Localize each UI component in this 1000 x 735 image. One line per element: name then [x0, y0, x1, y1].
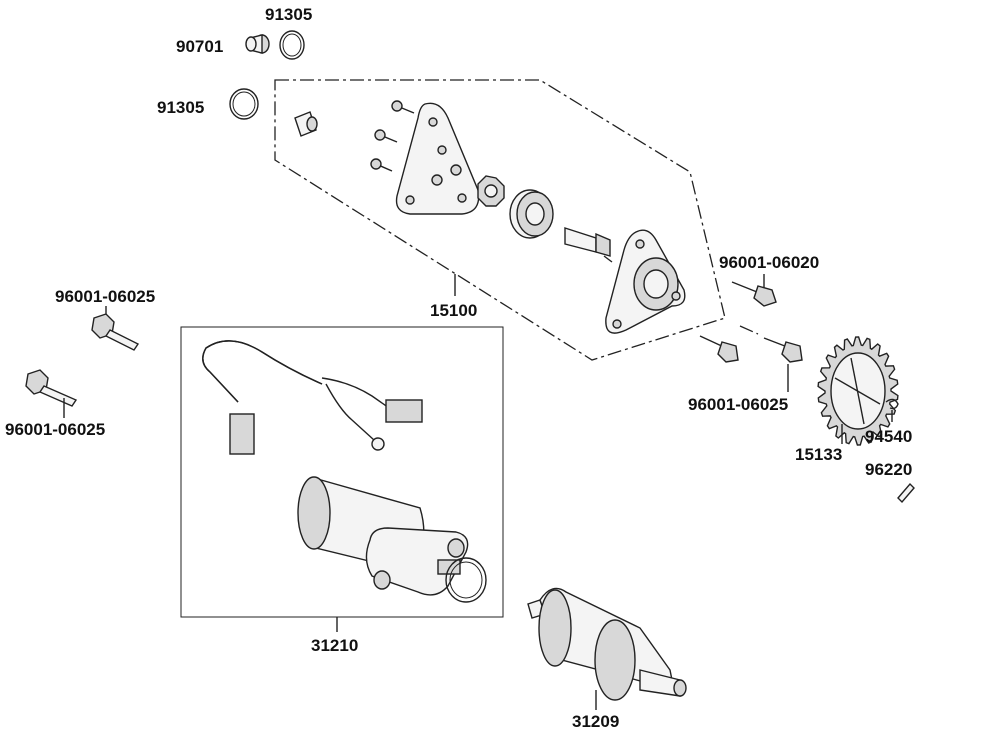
- o-ring-91305-top-part: [279, 30, 305, 60]
- callout-94540: 94540: [865, 427, 912, 446]
- housing-plate-part: [605, 229, 686, 334]
- callout-96001-06025-left-bottom: 96001-06025: [5, 420, 105, 439]
- callout-90701: 90701: [176, 37, 223, 56]
- callout-96001-06025-left-top: 96001-06025: [55, 287, 155, 306]
- gear-set-31209-part: [527, 587, 687, 701]
- callout-91305-top: 91305: [265, 5, 312, 24]
- callout-91305-mid: 91305: [157, 98, 204, 117]
- bolt-96001-06025-right-part: [763, 337, 803, 363]
- bolt-96001-06025-left-bottom-part: [25, 369, 78, 407]
- plug-part: [294, 111, 318, 137]
- starter-motor-part: [297, 476, 469, 596]
- o-ring-starter-part: [445, 557, 487, 603]
- sprocket-15133-part: [817, 336, 899, 446]
- callout-96001-06020: 96001-06020: [719, 253, 819, 272]
- callout-96001-06025-right: 96001-06025: [688, 395, 788, 414]
- callout-96220: 96220: [865, 460, 912, 479]
- callout-15100: 15100: [430, 301, 477, 320]
- bushing-90701-part: [245, 34, 270, 54]
- small-gear-part: [477, 175, 505, 207]
- o-ring-91305-mid-part: [229, 88, 259, 120]
- pinion-shaft-part: [564, 227, 613, 263]
- callout-31210: 31210: [311, 636, 358, 655]
- assembly-15100-outline: [274, 79, 726, 361]
- callout-15133: 15133: [795, 445, 842, 464]
- wire-harness-part: [202, 340, 423, 455]
- bolt-96001-06025-left-top-part: [91, 313, 140, 351]
- screws-part: [370, 100, 415, 172]
- clip-94540-part: [885, 398, 899, 422]
- clutch-part: [509, 189, 554, 239]
- cover-plate-part: [395, 102, 480, 215]
- bolt-short-part: [699, 335, 739, 363]
- callout-31209: 31209: [572, 712, 619, 731]
- starter-motor-box: [180, 326, 504, 618]
- pin-96220-part: [897, 482, 915, 504]
- bolt-96001-06020-part: [731, 281, 777, 307]
